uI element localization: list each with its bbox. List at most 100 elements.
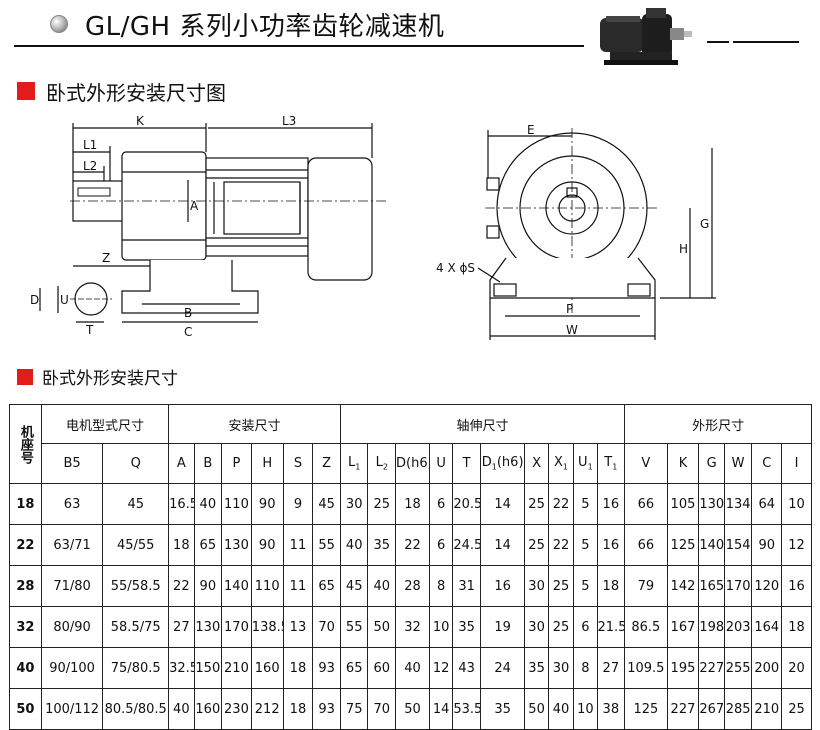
table-cell: 45/55 [102,524,170,566]
table-cell: 16.5 [168,483,195,525]
table-cell: 210 [751,688,783,730]
frame-cell: 28 [9,565,42,607]
table-cell: 25 [524,524,549,566]
table-cell: 210 [221,647,252,689]
table-cell: 27 [168,606,195,648]
table-cell: 154 [723,524,753,566]
table-cell: 90 [250,483,284,525]
table-cell: 267 [698,688,725,730]
table-cell: 58.5/75 [102,606,170,648]
column-header: V [624,443,668,484]
table-cell: 140 [221,565,252,607]
table-cell: 18 [282,647,314,689]
table-cell: 20 [781,647,812,689]
table-cell: 16 [596,483,626,525]
gear-motor-photo-icon [600,8,692,65]
table-cell: 255 [723,647,753,689]
dim-label-w: W [566,323,578,337]
table-cell: 80.5/80.5 [102,688,170,730]
table-cell: 138.5 [250,606,284,648]
table-cell: 28 [395,565,430,607]
table-cell: 110 [250,565,284,607]
table-cell: 55/58.5 [102,565,170,607]
table-cell: 25 [781,688,812,730]
column-header: W [723,443,753,484]
table-cell: 24.5 [452,524,481,566]
table-cell: 45 [102,483,170,525]
table-cell: 14 [479,524,526,566]
column-header: S [282,443,314,484]
table-cell: 55 [312,524,341,566]
table-cell: 10 [573,688,598,730]
column-header: K [666,443,700,484]
table-cell: 285 [723,688,753,730]
table-group-header-row: 机座号 电机型式尺寸 安装尺寸 轴伸尺寸 外形尺寸 [9,404,812,484]
frame-cell: 32 [9,606,42,648]
table-cell: 65 [312,565,341,607]
dim-label-g: G [700,217,709,231]
table-cell: 40 [339,524,369,566]
table-row: 18634516.54011090945302518620.5142522516… [9,483,812,525]
header-rule [14,45,584,47]
table-cell: 20.5 [452,483,481,525]
table-cell: 71/80 [40,565,104,607]
table-cell: 200 [751,647,783,689]
table-cell: 18 [282,688,314,730]
column-header: C [751,443,783,484]
drawing-section-title: 卧式外形安装尺寸图 [46,81,226,105]
table-cell: 70 [367,688,397,730]
table-cell: 63 [40,483,104,525]
table-cell: 10 [428,606,454,648]
column-header: T [452,443,481,484]
frame-cell: 18 [9,483,42,525]
table-cell: 66 [624,483,668,525]
table-cell: 86.5 [624,606,668,648]
table-cell: 30 [339,483,369,525]
table-cell: 27 [596,647,626,689]
header-rule-right [733,41,799,43]
table-cell: 53.5 [452,688,481,730]
table-cell: 66 [624,524,668,566]
table-cell: 160 [250,647,284,689]
table-cell: 105 [666,483,700,525]
table-cell: 16 [479,565,526,607]
table-cell: 10 [781,483,812,525]
table-cell: 93 [312,647,341,689]
column-header: T1 [596,443,626,484]
frame-header: 机座号 [9,404,42,484]
table-cell: 32 [395,606,430,648]
table-cell: 35 [479,688,526,730]
table-cell: 63/71 [40,524,104,566]
table-cell: 140 [698,524,725,566]
table-cell: 8 [428,565,454,607]
table-cell: 75 [339,688,369,730]
section-marker-icon [17,369,33,385]
table-cell: 25 [547,606,575,648]
table-cell: 50 [524,688,549,730]
table-cell: 212 [250,688,284,730]
table-cell: 125 [666,524,700,566]
table-cell: 227 [698,647,725,689]
dim-label-p: P [566,302,573,316]
group-header-model: 电机型式尺寸 [40,404,170,444]
table-cell: 195 [666,647,700,689]
table-cell: 43 [452,647,481,689]
table-cell: 109.5 [624,647,668,689]
table-cell: 6 [573,606,598,648]
table-cell: 31 [452,565,481,607]
table-cell: 75/80.5 [102,647,170,689]
table-cell: 25 [547,565,575,607]
dim-label-l1: L1 [83,138,97,152]
table-cell: 30 [547,647,575,689]
table-cell: 230 [221,688,252,730]
table-cell: 21.5 [596,606,626,648]
table-cell: 35 [524,647,549,689]
table-cell: 14 [479,483,526,525]
table-row: 4090/10075/80.532.5150210160189365604012… [9,647,812,689]
table-cell: 90 [193,565,223,607]
table-cell: 60 [367,647,397,689]
table-cell: 45 [339,565,369,607]
